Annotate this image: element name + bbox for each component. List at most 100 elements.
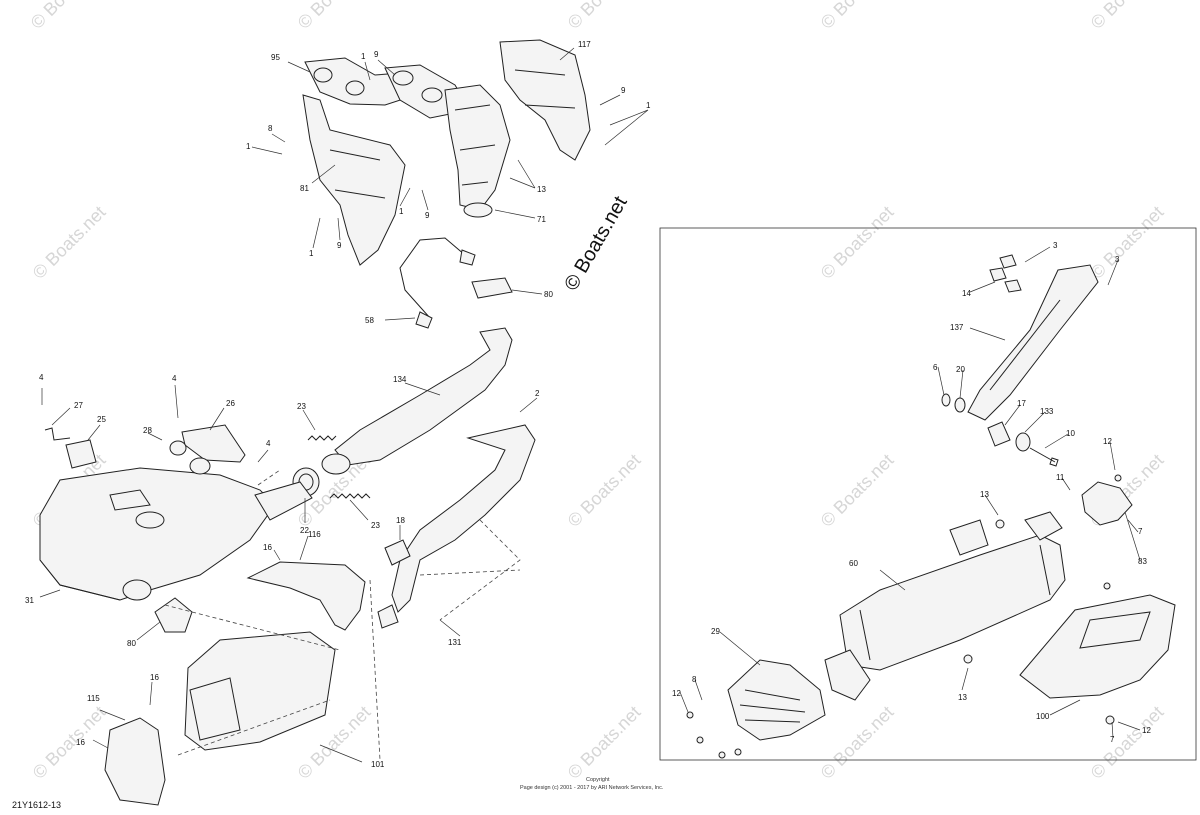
callout: 134 [393, 375, 407, 384]
inset-assembly [679, 246, 1176, 759]
watermark: © Boats.net [817, 450, 898, 531]
clamp-80-top [471, 277, 513, 299]
watermark: © Boats.net [294, 0, 375, 33]
watermark: © Boats.net [29, 202, 110, 283]
callout: 12 [1103, 437, 1112, 446]
manifold-gasket [304, 57, 471, 119]
callout: 4 [172, 374, 177, 383]
copyright-label: Copyright [586, 777, 610, 783]
callout: 9 [621, 86, 626, 95]
muffler-101 [184, 631, 336, 751]
callout: 25 [97, 415, 106, 424]
callout: 23 [297, 402, 306, 411]
watermark: © Boats.net [564, 0, 645, 33]
end-cap-29 [727, 659, 826, 741]
copyright-notice: Page design (c) 2001 - 2017 by ARI Netwo… [520, 785, 664, 791]
callout: 116 [308, 530, 321, 539]
bolt-10 [1029, 447, 1059, 467]
muffler-60 [824, 511, 1066, 701]
heat-shield-100 [1019, 594, 1176, 699]
callout: 133 [1040, 407, 1054, 416]
spacer-133 [1015, 432, 1031, 452]
callout: 1 [246, 142, 251, 151]
callout: 27 [74, 401, 83, 410]
callout: 16 [76, 738, 85, 747]
callout: 1 [646, 101, 651, 110]
main-assembly [39, 39, 649, 806]
nut-14c [1004, 279, 1022, 293]
washer-20 [954, 397, 966, 413]
callout: 60 [849, 559, 858, 568]
callout: 28 [143, 426, 152, 435]
callout: 81 [300, 184, 309, 193]
watermark: © Boats.net [817, 702, 898, 783]
rubber-mount-25 [65, 439, 97, 469]
callout: 14 [962, 289, 971, 298]
watermark: © Boats.net [1087, 0, 1168, 33]
callout: 26 [226, 399, 235, 408]
muffler-bracket [377, 424, 536, 629]
callout: 13 [537, 185, 546, 194]
callout: 101 [371, 760, 385, 769]
callout: 6 [933, 363, 938, 372]
callout: 2 [535, 389, 540, 398]
spring-23-bottom [329, 493, 371, 499]
callout: 3 [1053, 241, 1058, 250]
callout: 100 [1036, 712, 1050, 721]
hanger-27 [44, 427, 71, 441]
figure-code: 21Y1612-13 [12, 800, 61, 810]
callout: 11 [1056, 473, 1065, 482]
callout: 12 [1142, 726, 1151, 735]
callout: 18 [396, 516, 405, 525]
callout: 8 [268, 124, 273, 133]
callout: 4 [266, 439, 271, 448]
callout: 10 [1066, 429, 1075, 438]
callout: 9 [337, 241, 342, 250]
callout: 80 [127, 639, 136, 648]
watermark: © Boats.net [817, 0, 898, 33]
callout: 58 [365, 316, 374, 325]
exhaust-pipe-134 [321, 327, 513, 475]
muffler-31 [39, 467, 313, 601]
watermark: © Boats.net [817, 202, 898, 283]
watermark: © Boats.net [564, 450, 645, 531]
heat-shield-116 [246, 561, 366, 631]
oxygen-sensor [399, 237, 476, 329]
callout: 23 [371, 521, 380, 530]
callout: 80 [544, 290, 553, 299]
fasteners [686, 474, 1122, 759]
watermark: © Boats.net [564, 702, 645, 783]
washer-6 [941, 393, 951, 407]
callout: 8 [692, 675, 697, 684]
callout: 9 [425, 211, 430, 220]
callout: 115 [87, 694, 100, 703]
callout: 4 [39, 373, 44, 382]
bushing-17 [987, 421, 1011, 447]
callout: 12 [672, 689, 681, 698]
callout: 1 [399, 207, 404, 216]
watermark: © Boats.net [27, 0, 108, 33]
end-cap-115 [104, 717, 166, 806]
callout: 1 [361, 52, 366, 61]
callout: 137 [950, 323, 964, 332]
callout: 31 [25, 596, 34, 605]
exhaust-manifold [444, 84, 511, 218]
callout: 1 [309, 249, 314, 258]
callout: 13 [980, 490, 989, 499]
callout: 22 [300, 526, 309, 535]
nut-14a [999, 254, 1017, 269]
heat-shield-right [499, 39, 591, 161]
spring-23-top [307, 435, 337, 441]
inset-frame [659, 227, 1197, 761]
watermark: © Boats.net [1087, 202, 1168, 283]
watermark: © Boats.net [1087, 702, 1168, 783]
callout: 131 [448, 638, 462, 647]
callout: 16 [150, 673, 159, 682]
callout: 117 [578, 40, 591, 49]
callout: 71 [537, 215, 546, 224]
callout: 3 [1115, 255, 1120, 264]
callout: 20 [956, 365, 965, 374]
bushing-28 [169, 440, 187, 456]
clamp-80-bottom [154, 597, 193, 633]
